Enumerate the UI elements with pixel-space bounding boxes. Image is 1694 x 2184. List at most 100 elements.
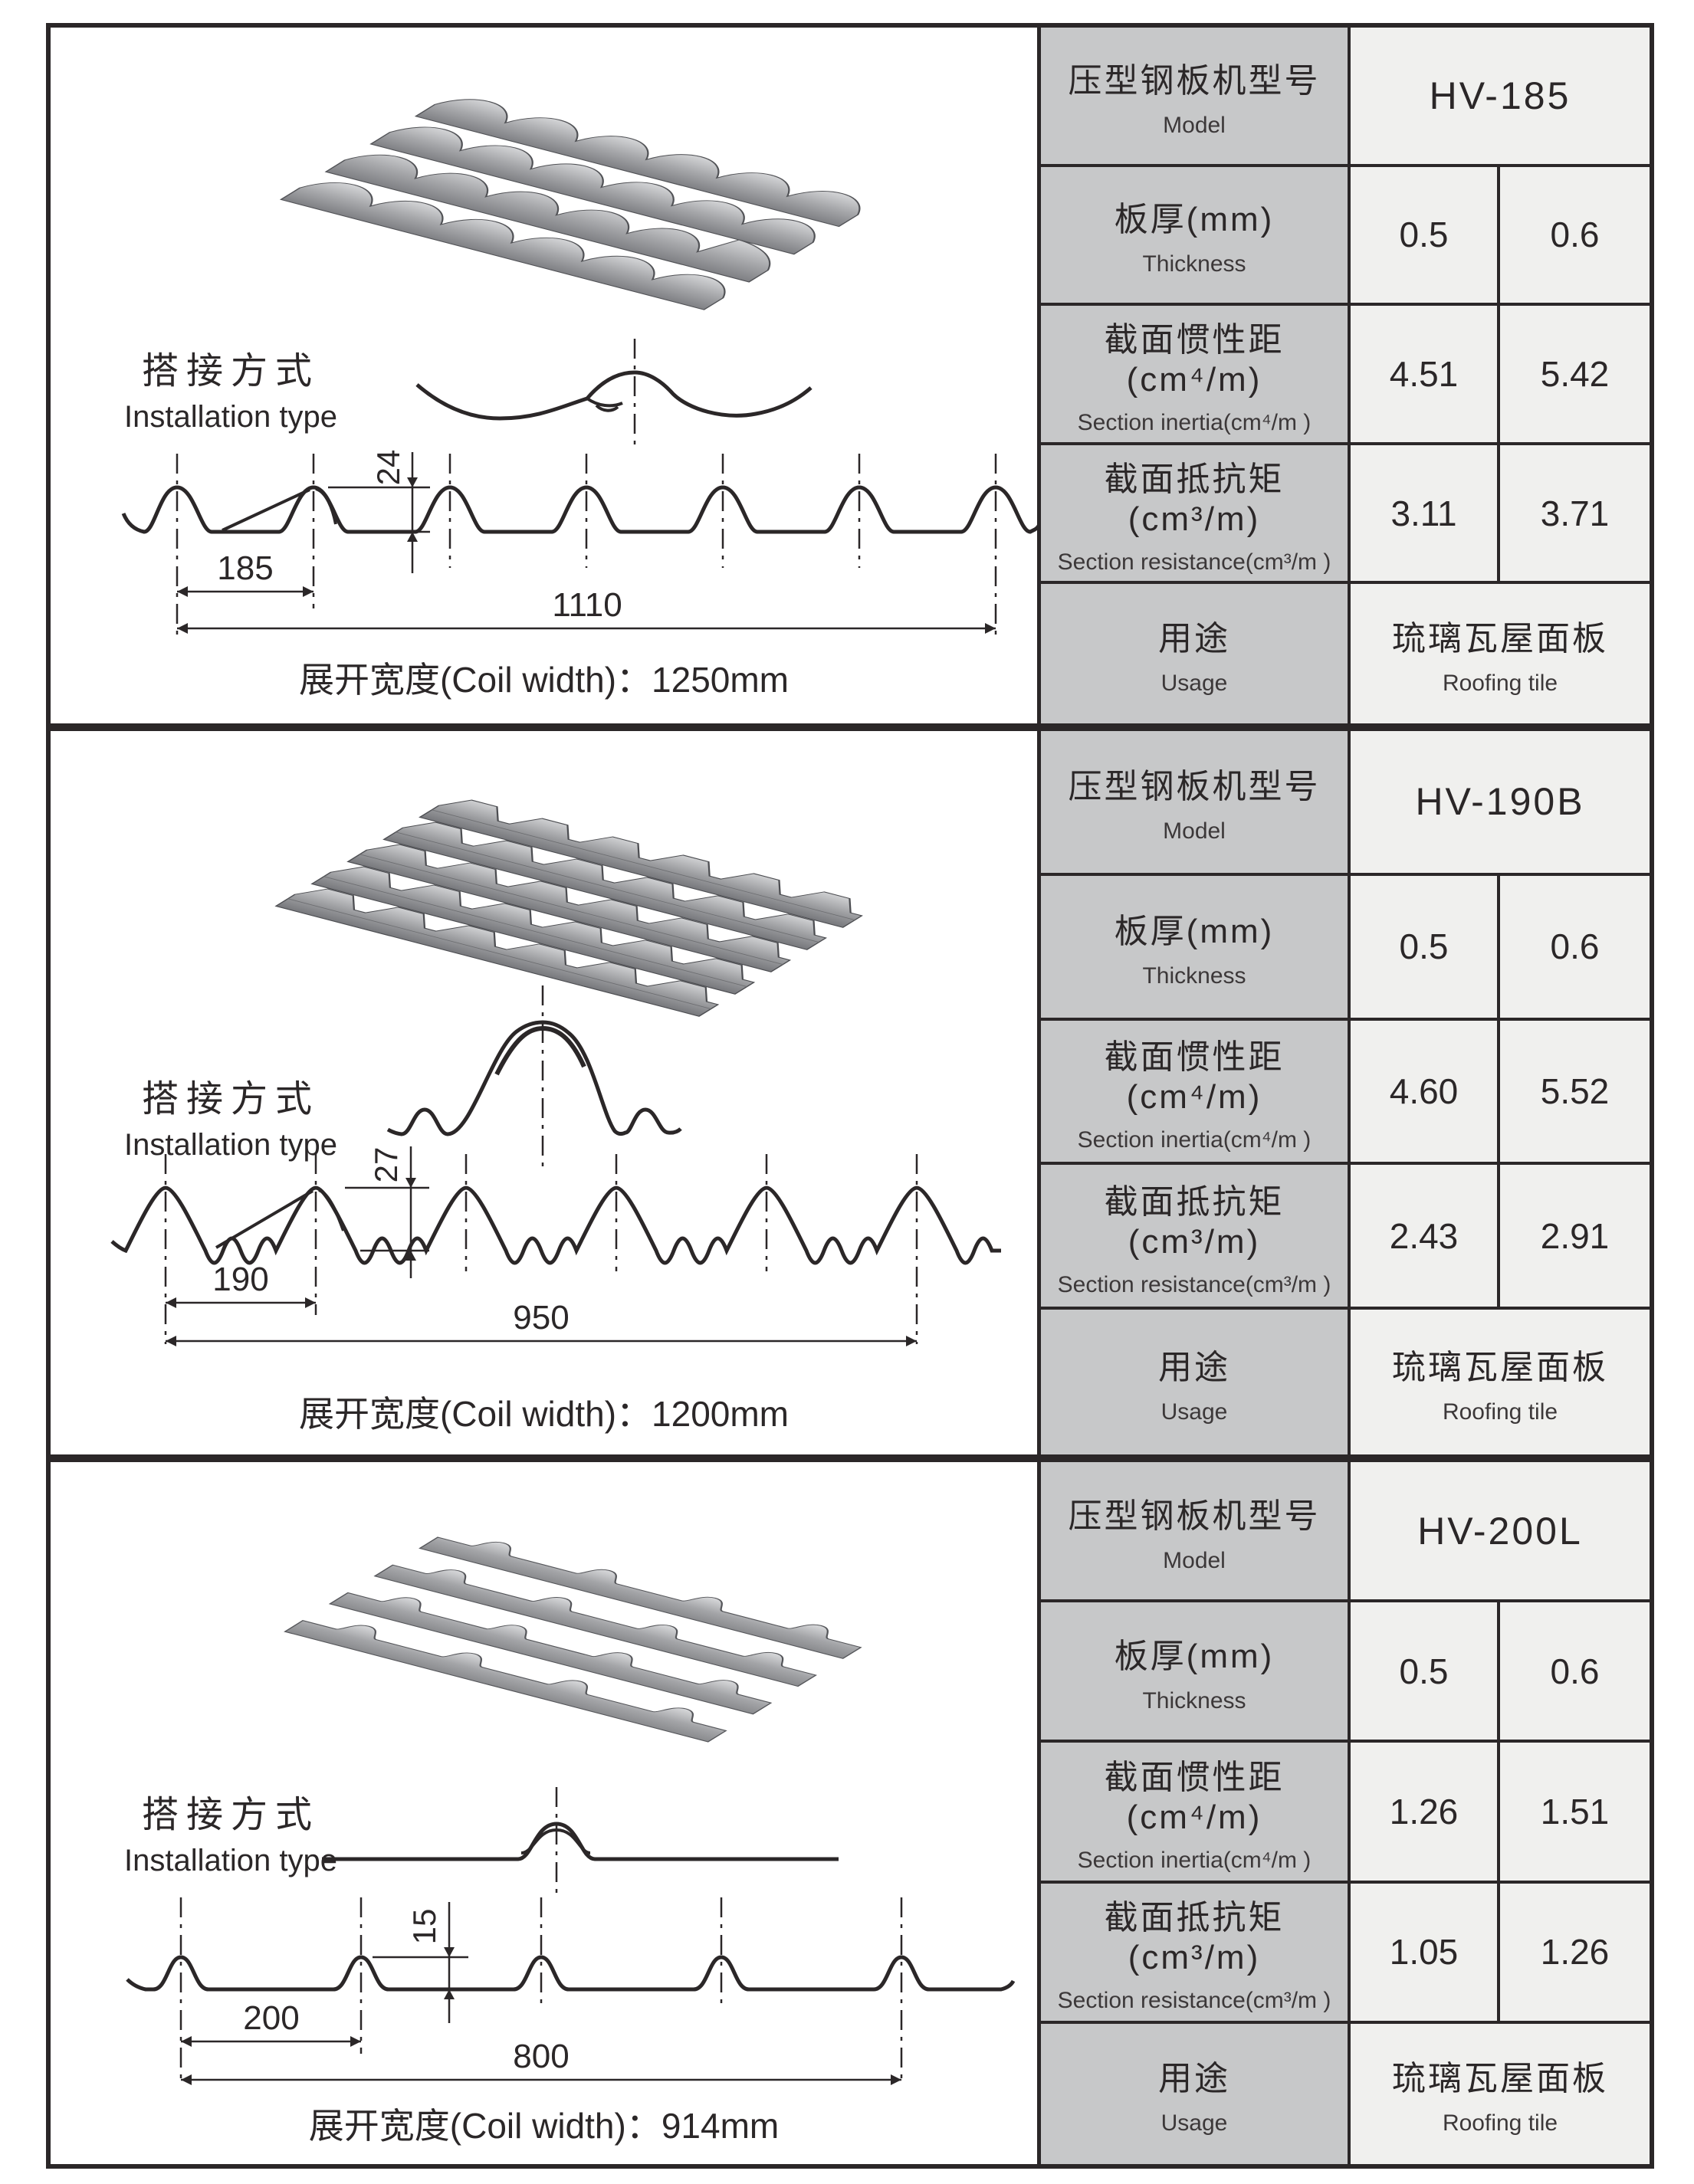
usage-value-cell: 琉璃瓦屋面板 Roofing tile (1351, 584, 1650, 723)
section-separator-1 (46, 723, 1654, 731)
profile-drawing: 27 190 950 (110, 1146, 1001, 1346)
thickness-value-1: 0.5 (1351, 875, 1500, 1021)
installation-label-en: Installation type (124, 400, 337, 434)
column-divider (1037, 23, 1041, 2169)
resistance-value-1: 1.05 (1351, 1883, 1500, 2024)
inertia-value-2: 5.52 (1500, 1020, 1650, 1166)
usage-label-en: Usage (1161, 671, 1228, 697)
profile-wave (126, 1955, 1016, 1992)
resistance-label-cell: 截面抵抗矩(cm³/m) Section resistance(cm³/m ) (1041, 1883, 1351, 2024)
pitch-dim-text: 190 (212, 1261, 268, 1298)
model-label-cell: 压型钢板机型号 Model (1041, 1462, 1351, 1603)
centerlines (179, 1897, 903, 2083)
inertia-label-en: Section inertia(cm⁴/m ) (1077, 409, 1312, 435)
pitch-dim-text: 200 (243, 1999, 299, 2037)
resistance-value-1: 2.43 (1351, 1165, 1500, 1310)
model-label-cell: 压型钢板机型号 Model (1041, 28, 1351, 167)
profile-wave (121, 485, 1039, 534)
spec-table-hv185: 压型钢板机型号 Model HV-185 板厚(mm) Thickness 0.… (1041, 28, 1650, 723)
coil-width-text: 展开宽度(Coil width)：1200mm (298, 1394, 789, 1434)
resistance-label-cell: 截面抵抗矩(cm³/m) Section resistance(cm³/m ) (1041, 1165, 1351, 1310)
model-label-en: Model (1163, 112, 1226, 138)
usage-value-en: Roofing tile (1442, 671, 1558, 697)
height-dimension-lines (373, 1902, 468, 2023)
inertia-value-1: 1.26 (1351, 1743, 1500, 1884)
thickness-label-zh: 板厚(mm) (1114, 201, 1275, 239)
height-dim-text: 27 (368, 1147, 404, 1183)
tile-3d-illustration (284, 1536, 862, 1743)
inertia-value-2: 1.51 (1500, 1743, 1650, 1884)
lap-joint-line (215, 1189, 345, 1249)
thickness-value-2: 0.6 (1500, 166, 1650, 307)
thickness-value-2: 0.6 (1500, 875, 1650, 1021)
tile-3d-illustration (274, 799, 863, 1017)
spec-table-hv200l: 压型钢板机型号 Model HV-200L 板厚(mm) Thickness 0… (1041, 1462, 1650, 2164)
installation-curve (415, 339, 813, 451)
installation-curve (386, 985, 682, 1172)
installation-label-zh: 搭接方式 (141, 351, 320, 392)
inertia-label-cell: 截面惯性距(cm⁴/m) Section inertia(cm⁴/m ) (1041, 306, 1351, 445)
usage-label-cell: 用途 Usage (1041, 1310, 1351, 1454)
profile-drawing: 24 185 1110 (121, 450, 1039, 641)
coil-width-text: 展开宽度(Coil width)：914mm (308, 2106, 780, 2146)
inertia-label-zh: 截面惯性距(cm⁴/m) (1104, 320, 1285, 398)
inertia-label-cell: 截面惯性距(cm⁴/m) Section inertia(cm⁴/m ) (1041, 1743, 1351, 1884)
resistance-value-1: 3.11 (1351, 444, 1500, 585)
diagram-panel-hv200l: 搭接方式 Installation type 15 200 800 展开宽度(C… (51, 1462, 1037, 2164)
usage-label-cell: 用途 Usage (1041, 2023, 1351, 2164)
resistance-value-2: 1.26 (1500, 1883, 1650, 2024)
centerlines (164, 1154, 918, 1344)
resistance-label-en: Section resistance(cm³/m ) (1057, 549, 1331, 575)
lap-joint-line (222, 487, 337, 532)
height-dim-text: 24 (370, 450, 406, 486)
resistance-label-cell: 截面抵抗矩(cm³/m) Section resistance(cm³/m ) (1041, 444, 1351, 585)
resistance-value-2: 3.71 (1500, 444, 1650, 585)
pitch-dim-text: 185 (217, 549, 273, 587)
thickness-value-1: 0.5 (1351, 1602, 1500, 1743)
model-value-cell: HV-190B (1351, 731, 1650, 876)
usage-value-cell: 琉璃瓦屋面板 Roofing tile (1351, 1310, 1650, 1454)
installation-type-label: 搭接方式 Installation type (66, 1068, 396, 1163)
overall-dim-text: 800 (513, 2038, 569, 2075)
thickness-label-cell: 板厚(mm) Thickness (1041, 1602, 1351, 1743)
profile-wave (110, 1185, 1001, 1265)
thickness-value-2: 0.6 (1500, 1602, 1650, 1743)
diagram-panel-hv190b: 搭接方式 Installation type 27 190 950 展开宽度( (51, 731, 1037, 1454)
installation-label-en: Installation type (124, 1844, 337, 1877)
installation-type-label: 搭接方式 Installation type (66, 340, 396, 435)
usage-label-cell: 用途 Usage (1041, 584, 1351, 723)
model-value: HV-200L (1417, 1509, 1583, 1553)
model-label-zh: 压型钢板机型号 (1068, 61, 1321, 100)
resistance-value-2: 2.91 (1500, 1165, 1650, 1310)
overall-dim-text: 950 (513, 1299, 569, 1336)
model-value: HV-190B (1415, 780, 1585, 824)
height-dim-text: 15 (406, 1909, 442, 1945)
model-value-cell: HV-200L (1351, 1462, 1650, 1603)
thickness-label-cell: 板厚(mm) Thickness (1041, 166, 1351, 307)
resistance-label-zh: 截面抵抗矩(cm³/m) (1104, 460, 1285, 538)
usage-value-zh: 琉璃瓦屋面板 (1392, 620, 1608, 658)
spec-table-hv190b: 压型钢板机型号 Model HV-190B 板厚(mm) Thickness 0… (1041, 731, 1650, 1454)
inertia-value-2: 5.42 (1500, 306, 1650, 445)
thickness-label-en: Thickness (1142, 251, 1246, 277)
model-value-cell: HV-185 (1351, 28, 1650, 167)
centerlines (176, 454, 997, 641)
installation-label-en: Installation type (124, 1128, 337, 1162)
usage-value-cell: 琉璃瓦屋面板 Roofing tile (1351, 2023, 1650, 2164)
tile-3d-illustration (279, 99, 861, 310)
installation-label-zh: 搭接方式 (141, 1079, 320, 1120)
usage-label-zh: 用途 (1158, 620, 1230, 658)
diagram-panel-hv185: 搭接方式 Installation type 24 185 1110 (51, 28, 1039, 723)
installation-label-zh: 搭接方式 (141, 1795, 320, 1835)
coil-width-text: 展开宽度(Coil width)：1250mm (298, 660, 789, 700)
model-value: HV-185 (1429, 74, 1571, 117)
installation-curve (322, 1787, 839, 1894)
profile-drawing: 15 200 800 (126, 1897, 1016, 2085)
model-label-cell: 压型钢板机型号 Model (1041, 731, 1351, 876)
height-dimension-lines (328, 452, 430, 573)
inertia-label-cell: 截面惯性距(cm⁴/m) Section inertia(cm⁴/m ) (1041, 1020, 1351, 1166)
outer-border (46, 23, 1654, 2169)
thickness-label-cell: 板厚(mm) Thickness (1041, 875, 1351, 1021)
overall-dim-text: 1110 (552, 586, 622, 624)
